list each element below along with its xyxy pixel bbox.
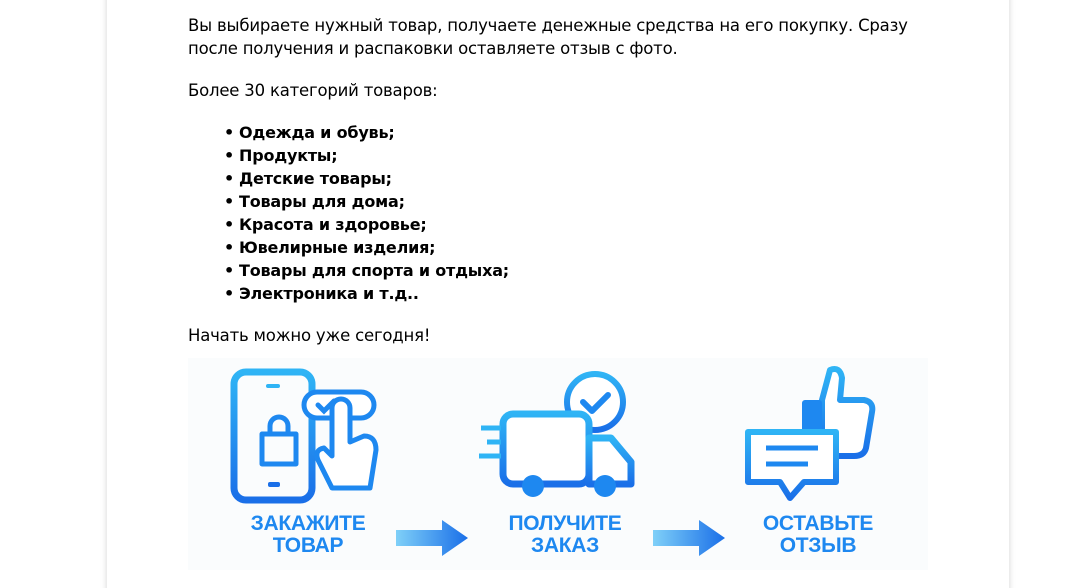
delivery-truck-icon: [479, 371, 635, 497]
step-receive-label-line2: ЗАКАЗ: [531, 534, 599, 557]
step-order-label-line2: ТОВАР: [272, 534, 344, 557]
step-review-label-line1: ОСТАВЬТЕ: [762, 512, 874, 535]
list-item: •Продукты;: [224, 146, 338, 165]
thumbs-up-review-icon: [745, 366, 876, 501]
categories-heading: Более 30 категорий товаров:: [188, 81, 438, 100]
list-item: •Товары для дома;: [224, 192, 405, 211]
bullet-icon: •: [224, 215, 235, 234]
bullet-icon: •: [224, 146, 235, 165]
bullet-icon: •: [224, 123, 235, 142]
bullet-icon: •: [224, 169, 235, 188]
step-order: ЗАКАЖИТЕ ТОВАР: [208, 358, 408, 570]
categories-list: •Одежда и обувь; •Продукты; •Детские тов…: [188, 121, 928, 305]
list-item: •Детские товары;: [224, 169, 392, 188]
list-item: •Ювелирные изделия;: [224, 238, 436, 257]
phone-order-icon: [230, 368, 379, 504]
closing-text: Начать можно уже сегодня!: [188, 326, 431, 345]
step-order-label-line1: ЗАКАЖИТЕ: [250, 512, 366, 535]
bullet-icon: •: [224, 284, 235, 303]
article-content: Вы выбираете нужный товар, получаете ден…: [188, 14, 928, 347]
arrow-right-icon: [653, 520, 725, 556]
list-item: •Красота и здоровье;: [224, 215, 427, 234]
step-review-label-line2: ОТЗЫВ: [779, 534, 857, 557]
step-review: ОСТАВЬТЕ ОТЗЫВ: [718, 358, 918, 570]
list-item: •Одежда и обувь;: [224, 123, 395, 142]
bullet-icon: •: [224, 238, 235, 257]
bullet-icon: •: [224, 261, 235, 280]
list-item: •Товары для спорта и отдыха;: [224, 261, 509, 280]
arrow-right-icon: [396, 520, 468, 556]
list-item: •Электроника и т.д..: [224, 284, 419, 303]
bullet-icon: •: [224, 192, 235, 211]
step-receive-label-line1: ПОЛУЧИТЕ: [508, 512, 622, 535]
steps-banner: ЗАКАЖИТЕ ТОВАР ПОЛУЧИТЕ ЗАКАЗ: [188, 358, 928, 570]
intro-paragraph: Вы выбираете нужный товар, получаете ден…: [188, 16, 908, 58]
step-receive: ПОЛУЧИТЕ ЗАКАЗ: [465, 358, 665, 570]
